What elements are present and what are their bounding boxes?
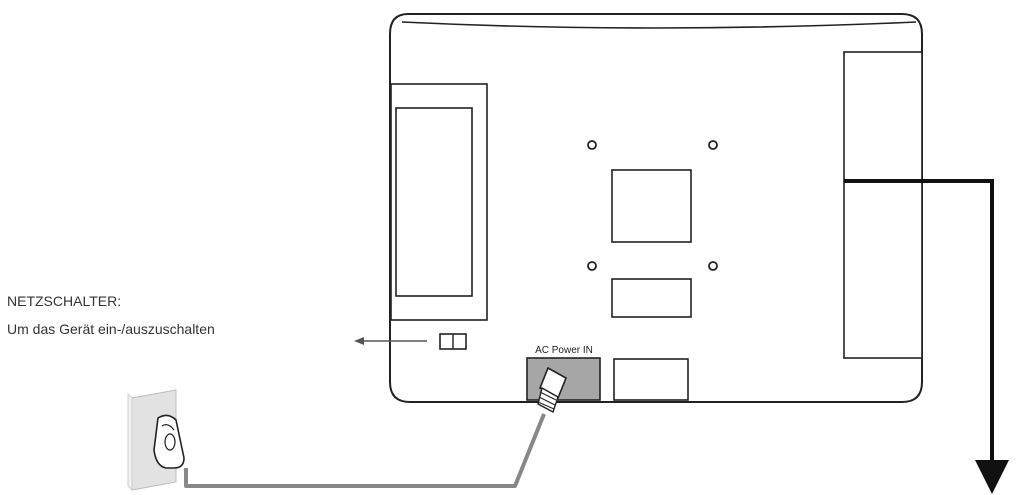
- switch-pointer-arrowhead: [354, 337, 364, 345]
- right-side-slot: [843, 51, 923, 359]
- iec-plug: [537, 366, 568, 414]
- center-panel-small: [611, 278, 692, 318]
- ac-power-label: AC Power IN: [535, 345, 593, 356]
- bottom-port-box: [613, 358, 689, 401]
- mount-hole-top-right: [708, 140, 718, 150]
- power-switch-title: NETZSCHALTER:: [7, 293, 122, 309]
- power-cable: [184, 413, 546, 488]
- mount-hole-bottom-right: [708, 261, 718, 271]
- panel-top-lip: [401, 21, 917, 29]
- left-recess-inner: [395, 107, 473, 297]
- mount-hole-top-left: [587, 140, 597, 150]
- right-arrow-line: [844, 179, 994, 464]
- center-panel-large: [611, 169, 692, 243]
- left-recess-outer: [390, 83, 488, 321]
- device-back-panel: [389, 13, 923, 403]
- right-arrow-head: [975, 460, 1009, 494]
- wall-socket: [127, 389, 185, 492]
- power-switch-description: Um das Gerät ein-/auszuschalten: [7, 321, 215, 337]
- mount-hole-bottom-left: [587, 261, 597, 271]
